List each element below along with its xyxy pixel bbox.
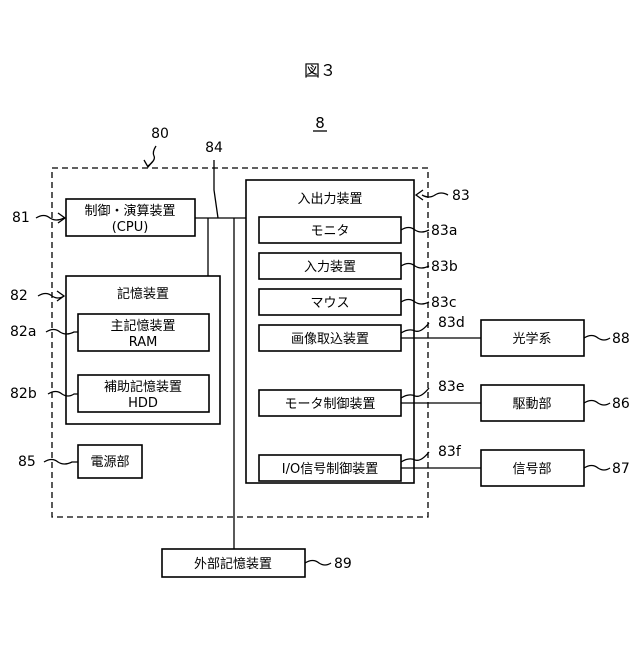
cpu-ref: 81	[12, 210, 30, 226]
system-ref: 8	[315, 114, 325, 132]
power-leader	[44, 460, 78, 465]
signal-ref: 87	[612, 461, 630, 477]
optics-leader	[584, 336, 610, 341]
mouse-label: マウス	[310, 296, 349, 311]
aux-storage-label-1: 補助記憶装置	[104, 379, 182, 395]
control-unit-arrow	[144, 160, 153, 167]
bus-leader	[214, 160, 218, 218]
image-capture-ref: 83d	[438, 315, 465, 331]
cpu-leader	[36, 216, 64, 221]
io-unit-leader	[422, 193, 448, 197]
cpu-label-1: 制御・演算装置	[84, 203, 175, 219]
figure-title: 図３	[304, 61, 336, 80]
external-storage-ref: 89	[334, 556, 352, 572]
monitor-ref: 83a	[431, 223, 457, 239]
storage-leader	[38, 294, 64, 299]
io-unit-arrow	[416, 190, 423, 200]
signal-leader	[584, 466, 610, 471]
drive-leader	[584, 401, 610, 406]
aux-storage-ref: 82b	[10, 386, 37, 402]
signal-label: 信号部	[512, 462, 551, 477]
storage-arrow	[57, 291, 64, 301]
mouse-ref: 83c	[431, 295, 457, 311]
storage-ref: 82	[10, 288, 28, 304]
aux-storage-label-2: HDD	[128, 396, 158, 411]
io-unit-ref: 83	[452, 188, 470, 204]
image-capture-label: 画像取込装置	[291, 332, 369, 347]
drive-label: 駆動部	[512, 397, 551, 412]
main-storage-label-2: RAM	[129, 335, 158, 350]
input-device-label: 入力装置	[304, 260, 356, 275]
power-ref: 85	[18, 454, 36, 470]
cpu-label-2: (CPU)	[112, 220, 149, 235]
motor-control-label: モータ制御装置	[284, 397, 375, 412]
external-storage-leader	[305, 561, 331, 566]
monitor-label: モニタ	[310, 224, 349, 239]
bus-ref: 84	[205, 140, 223, 156]
control-unit-ref: 80	[151, 126, 169, 142]
motor-control-ref: 83e	[438, 379, 464, 395]
cpu-arrow	[58, 213, 65, 223]
io-signal-label: I/O信号制御装置	[282, 462, 378, 477]
main-storage-label-1: 主記憶装置	[110, 318, 175, 334]
power-label: 電源部	[90, 455, 129, 470]
optics-label: 光学系	[512, 331, 551, 347]
io-signal-ref: 83f	[438, 444, 462, 460]
storage-label: 記憶装置	[117, 286, 169, 302]
main-storage-ref: 82a	[10, 324, 36, 340]
external-storage-label: 外部記憶装置	[194, 556, 272, 572]
drive-ref: 86	[612, 396, 630, 412]
input-device-ref: 83b	[431, 259, 458, 275]
io-unit-label: 入出力装置	[297, 192, 362, 207]
optics-ref: 88	[612, 331, 630, 347]
